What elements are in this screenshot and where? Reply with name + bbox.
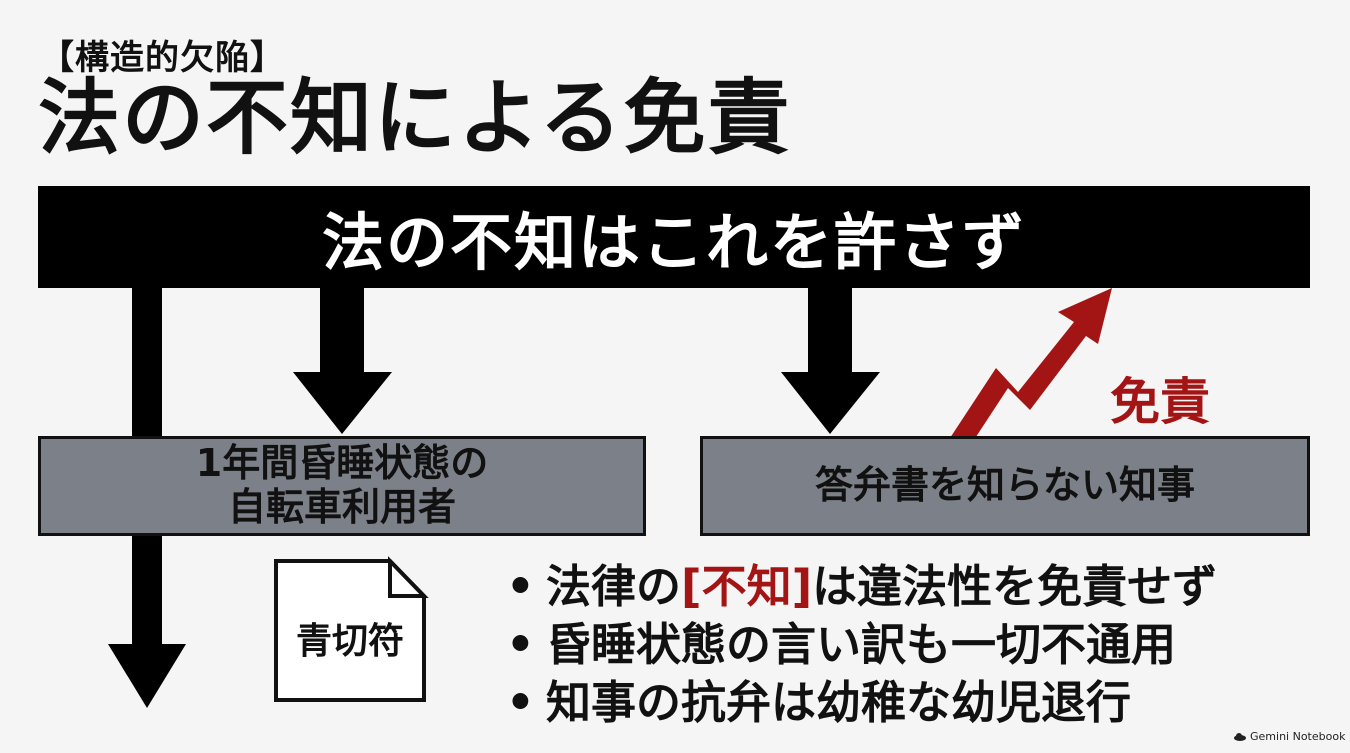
cloud-icon	[1234, 732, 1246, 741]
document-icon	[274, 556, 429, 702]
section-tag: 【構造的欠陥】	[40, 38, 285, 78]
page-title: 法の不知による免責	[38, 71, 792, 166]
bullet-text: は違法性を免責せず	[812, 560, 1218, 613]
exemption-zigzag-arrow	[950, 288, 1112, 446]
watermark: Gemini Notebook	[1234, 730, 1345, 743]
bullet-item: •法律の[不知]は違法性を免責せず	[506, 558, 1217, 616]
bullet-dot: •	[506, 676, 535, 729]
bullet-list: •法律の[不知]は違法性を免責せず •昏睡状態の言い訳も一切不通用 •知事の抗弁…	[506, 558, 1217, 732]
bullet-dot: •	[506, 618, 535, 671]
principle-banner: 法の不知はこれを許さず	[38, 186, 1310, 288]
bullet-text: 昏睡状態の言い訳も一切不通用	[546, 618, 1177, 671]
box-governor: 答弁書を知らない知事	[700, 436, 1310, 536]
box-comatose-cyclist: 1年間昏睡状態の 自転車利用者	[38, 436, 646, 536]
bullet-item: •昏睡状態の言い訳も一切不通用	[506, 616, 1217, 674]
bullet-highlight: [不知]	[681, 560, 813, 613]
document-label: 青切符	[295, 621, 404, 662]
exemption-label: 免責	[1110, 373, 1210, 431]
down-arrow-right	[781, 286, 880, 434]
banner-text: 法の不知はこれを許さず	[321, 206, 1026, 279]
box-right-text: 答弁書を知らない知事	[814, 463, 1195, 508]
bullet-dot: •	[506, 560, 535, 613]
bullet-text: 知事の抗弁は幼稚な幼児退行	[546, 676, 1132, 729]
bullet-item: •知事の抗弁は幼稚な幼児退行	[506, 674, 1217, 732]
box-left-line2: 自転車利用者	[227, 485, 456, 529]
down-arrow-left	[293, 286, 392, 434]
box-left-line1: 1年間昏睡状態の	[195, 441, 489, 486]
watermark-text: Gemini Notebook	[1250, 730, 1346, 743]
bullet-text: 法律の	[546, 560, 682, 613]
